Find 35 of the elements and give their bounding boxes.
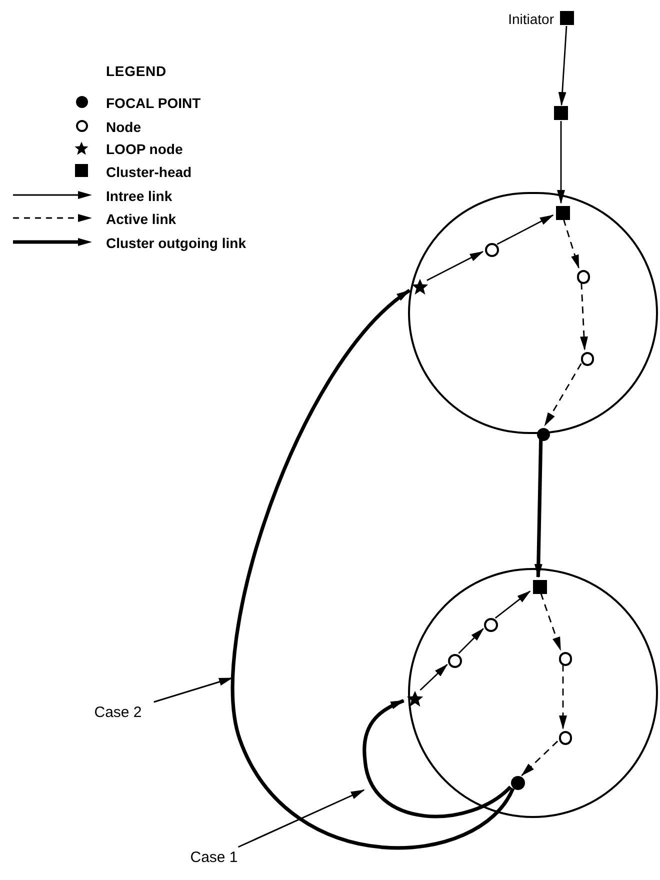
arrow [458, 628, 484, 654]
cluster-head-square [556, 206, 570, 220]
legend-label: FOCAL POINT [106, 94, 201, 113]
legend-label: Active link [106, 210, 176, 229]
arrow [494, 590, 531, 619]
case-label: Case 2 [83, 703, 153, 723]
arrow [496, 214, 554, 245]
legend-heading: LEGEND [106, 62, 166, 81]
legend-label: Node [106, 118, 141, 137]
legend-label: LOOP node [106, 140, 183, 159]
initiator-label: Initiator [508, 10, 554, 29]
arrow [559, 664, 567, 730]
arrow [426, 251, 484, 282]
arrow [362, 698, 512, 818]
loop-node-star [411, 278, 429, 296]
arrow [540, 592, 562, 651]
legend-label: Intree link [106, 187, 172, 206]
leader-line [154, 677, 233, 703]
arrow [558, 26, 568, 106]
legend-label: Cluster-head [106, 163, 192, 182]
arrow [534, 439, 543, 578]
arrow [580, 282, 588, 350]
arrow [557, 121, 565, 204]
cluster-head-square [533, 580, 547, 594]
arrow [231, 288, 515, 850]
leader-line [238, 789, 365, 848]
loop-node-star [406, 690, 424, 708]
arrow [521, 740, 558, 776]
case-label: Case 1 [179, 848, 249, 868]
arrow [420, 664, 448, 691]
arrow [562, 218, 580, 269]
arrow [544, 363, 582, 426]
cluster-head-square [560, 11, 574, 25]
legend-label: Cluster outgoing link [106, 234, 246, 253]
cluster-head-square [554, 106, 568, 120]
